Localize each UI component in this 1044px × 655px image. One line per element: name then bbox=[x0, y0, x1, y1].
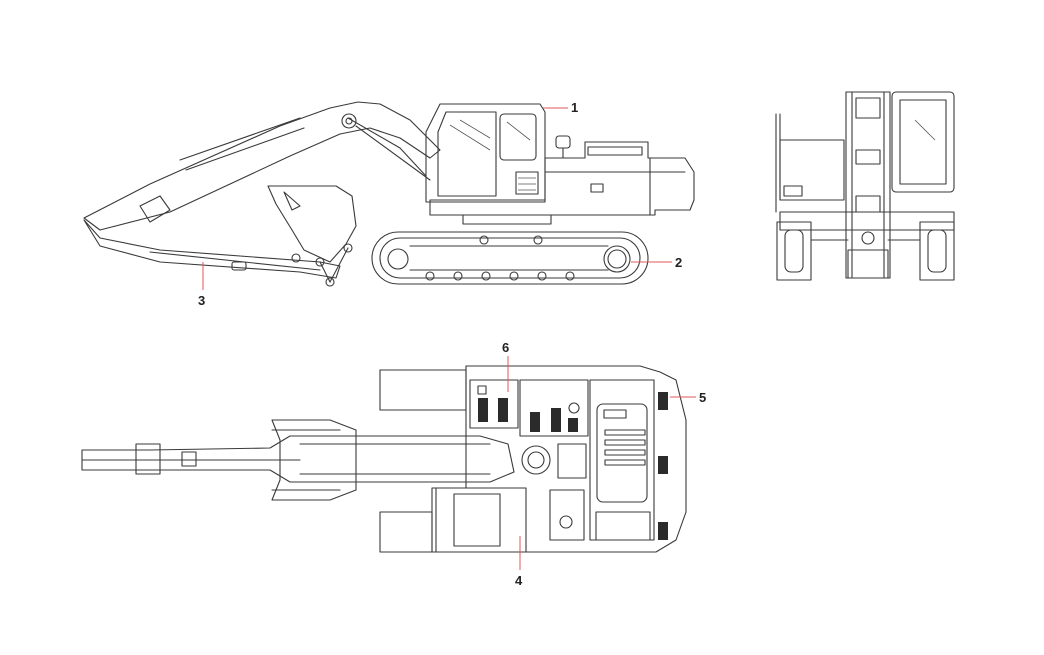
svg-text:5: 5 bbox=[699, 390, 706, 405]
bucket bbox=[267, 185, 357, 287]
callout-5: 5 bbox=[670, 390, 706, 405]
callout-4: 4 bbox=[515, 536, 523, 588]
svg-text:2: 2 bbox=[675, 255, 682, 270]
upper-structure bbox=[429, 135, 695, 225]
operator-cab bbox=[425, 103, 546, 203]
callout-3: 3 bbox=[198, 262, 205, 308]
svg-text:6: 6 bbox=[502, 340, 509, 355]
side-view bbox=[83, 101, 695, 287]
boom-top bbox=[81, 435, 515, 483]
callout-6: 6 bbox=[502, 340, 509, 392]
svg-text:1: 1 bbox=[571, 100, 578, 115]
svg-text:4: 4 bbox=[515, 573, 523, 588]
front-view bbox=[775, 91, 955, 281]
svg-text:3: 3 bbox=[198, 293, 205, 308]
undercarriage-track bbox=[371, 231, 649, 285]
callout-1: 1 bbox=[543, 100, 578, 115]
front-tracks bbox=[776, 221, 955, 281]
track-rollers bbox=[425, 235, 575, 281]
callout-2: 2 bbox=[631, 255, 682, 270]
bucket-top bbox=[271, 419, 357, 501]
arm bbox=[83, 117, 341, 279]
top-view bbox=[81, 365, 687, 553]
boom bbox=[83, 101, 441, 231]
engine-grille bbox=[595, 429, 651, 541]
